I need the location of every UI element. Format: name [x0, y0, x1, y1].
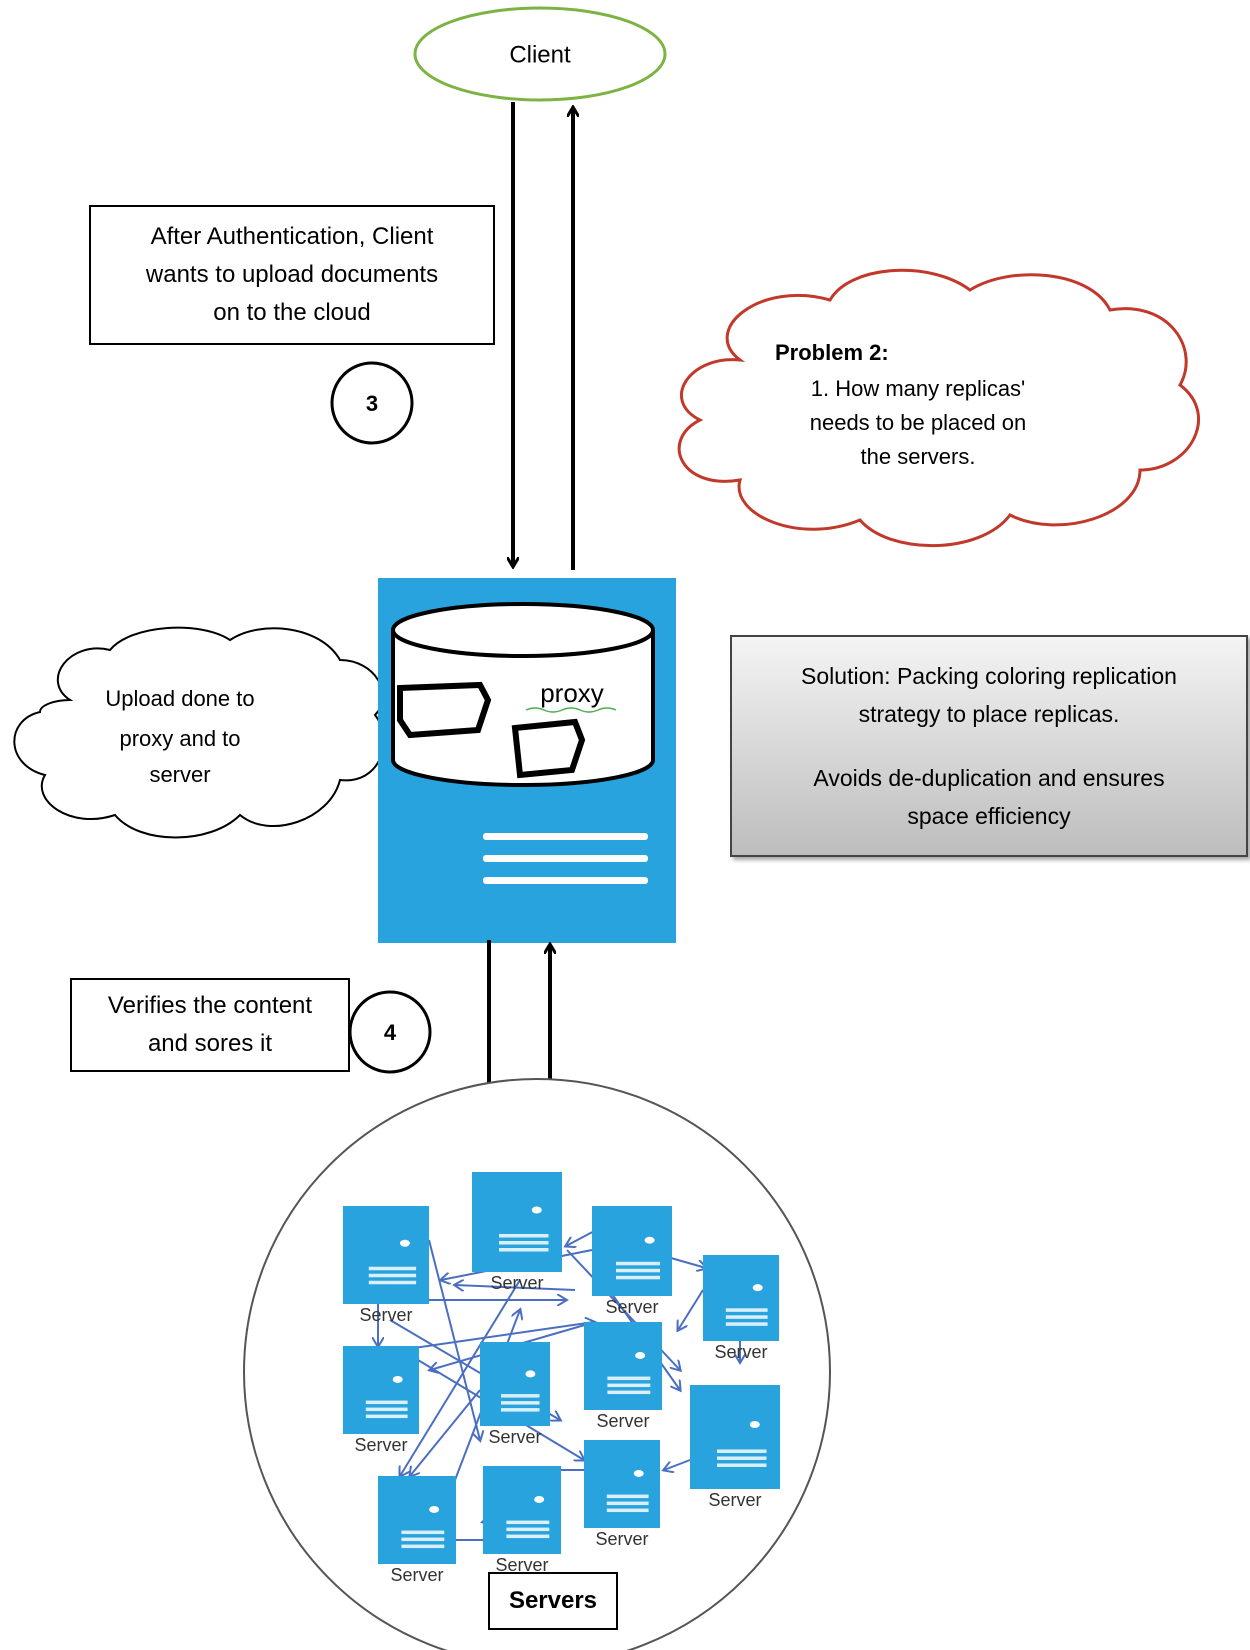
verify-note: Verifies the content and sores it	[70, 978, 350, 1072]
verify-note-line-1: Verifies the content	[107, 992, 313, 1019]
server-icon: Server	[592, 1206, 672, 1317]
data-block-icon	[397, 681, 492, 739]
upload-note: After Authentication, Client wants to up…	[89, 205, 495, 345]
problem-cloud: Problem 2: 1. How many replicas' needs t…	[677, 268, 1200, 548]
solution-line-2: strategy to place replicas.	[858, 701, 1120, 727]
proxy-node: proxy	[378, 578, 676, 943]
upload-note-line-2: wants to upload documents	[145, 261, 439, 288]
upload-note-line-3: on to the cloud	[213, 299, 371, 326]
solution-line-1: Solution: Packing coloring replication	[801, 663, 1177, 689]
server-icon: Server	[472, 1172, 562, 1293]
problem-line-2: needs to be placed on	[810, 410, 1027, 435]
proxy-label: proxy	[540, 678, 604, 708]
upload-note-line-1: After Authentication, Client	[150, 223, 434, 250]
problem-line-1: 1. How many replicas'	[811, 376, 1026, 401]
data-block-icon	[511, 718, 586, 779]
server-icon: Server	[483, 1466, 561, 1575]
server-label: Server	[596, 1411, 649, 1431]
problem-title: Problem 2:	[775, 340, 889, 365]
client-node: Client	[413, 6, 667, 102]
server-link-arrow	[400, 1279, 521, 1476]
server-label: Server	[354, 1435, 407, 1455]
server-icon: Server	[378, 1476, 456, 1585]
upload-cloud-line-2: proxy and to	[119, 726, 240, 751]
server-icon: Server	[480, 1342, 550, 1447]
upload-cloud-line-1: Upload done to	[105, 686, 254, 711]
upload-cloud: Upload done to proxy and to server	[13, 626, 385, 839]
server-icon: Server	[703, 1255, 779, 1362]
upload-cloud-line-3: server	[149, 762, 210, 787]
svg-text:3: 3	[366, 391, 378, 416]
server-icon: Server	[343, 1206, 429, 1325]
server-link-arrow	[410, 1389, 481, 1476]
server-label: Server	[495, 1555, 548, 1575]
server-link-arrow	[678, 1289, 704, 1330]
server-link-arrow	[664, 1459, 691, 1470]
problem-line-3: the servers.	[861, 444, 976, 469]
server-label: Server	[390, 1565, 443, 1585]
verify-note-line-2: and sores it	[147, 1030, 273, 1057]
server-label: Server	[595, 1529, 648, 1549]
step-4-badge: 4	[348, 990, 432, 1074]
client-label: Client	[509, 41, 571, 68]
server-label: Server	[714, 1342, 767, 1362]
server-icon: Server	[690, 1385, 780, 1510]
server-icon: Server	[584, 1440, 660, 1549]
server-icon: Server	[584, 1322, 662, 1431]
svg-text:4: 4	[384, 1020, 397, 1045]
server-label: Server	[359, 1305, 412, 1325]
server-label: Server	[605, 1297, 658, 1317]
solution-box: Solution: Packing coloring replication s…	[730, 635, 1248, 857]
server-link-arrow	[428, 1239, 480, 1440]
server-link-arrow	[455, 1285, 576, 1290]
solution-line-3: Avoids de-duplication and ensures	[813, 765, 1165, 791]
step-3-badge: 3	[330, 361, 414, 445]
solution-line-4: space efficiency	[907, 803, 1071, 829]
server-label: Server	[708, 1490, 761, 1510]
server-icon: Server	[343, 1346, 419, 1455]
server-label: Server	[490, 1273, 543, 1293]
server-label: Server	[488, 1427, 541, 1447]
servers-title: Servers	[488, 1572, 618, 1630]
